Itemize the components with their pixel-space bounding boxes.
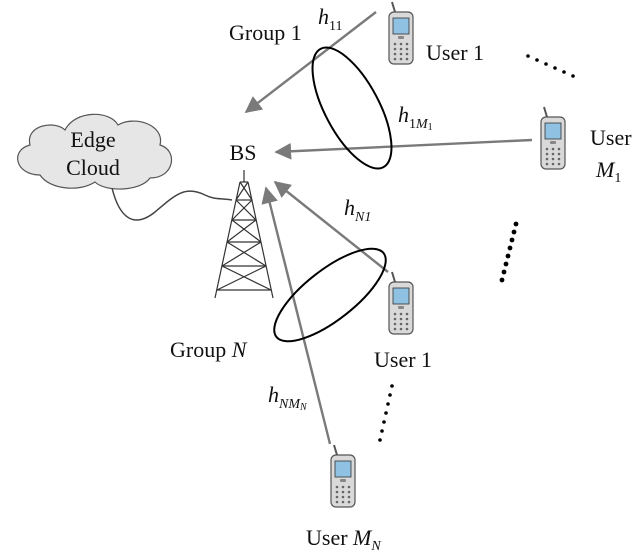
cloud-icon [17,113,173,190]
base-station-label: BS [230,140,257,165]
group-1-last-user-label-line2: M1 [595,157,621,186]
channel-label-h11: h11 [318,4,342,34]
ellipsis-dots-group-1 [526,54,575,78]
edge-cloud-label-line1: Edge [70,127,115,152]
ellipsis-dots-between-groups [499,221,519,283]
link-arrow-hN1 [273,180,389,273]
phone-icon [540,106,566,170]
phone-icon [330,444,356,508]
group-1-first-user-label: User 1 [426,40,484,65]
group-n-ellipse [273,247,387,343]
group-n-first-user-label: User 1 [374,347,432,372]
link-arrow-h1M1 [274,138,533,160]
phone-icon [388,271,414,335]
link-arrow-hNMN [261,186,332,445]
group-n-last-user-label: User MN [306,525,381,550]
group-1-last-user-label-line1: User [590,125,632,150]
group-1-ellipse [311,46,393,170]
phone-icon [388,1,414,65]
backhaul-link [111,187,233,221]
channel-label-hNMN: hNMN [268,382,308,413]
tower-icon [214,170,274,299]
link-arrow-h11 [244,11,377,114]
ellipsis-dots-group-n [378,384,394,442]
group-1-label: Group 1 [229,20,302,45]
channel-label-hN1: hN1 [344,195,371,225]
group-n-label: Group N [170,337,248,362]
channel-label-h1M1: h1M1 [398,102,433,133]
edge-cloud-label-line2: Cloud [66,155,120,180]
